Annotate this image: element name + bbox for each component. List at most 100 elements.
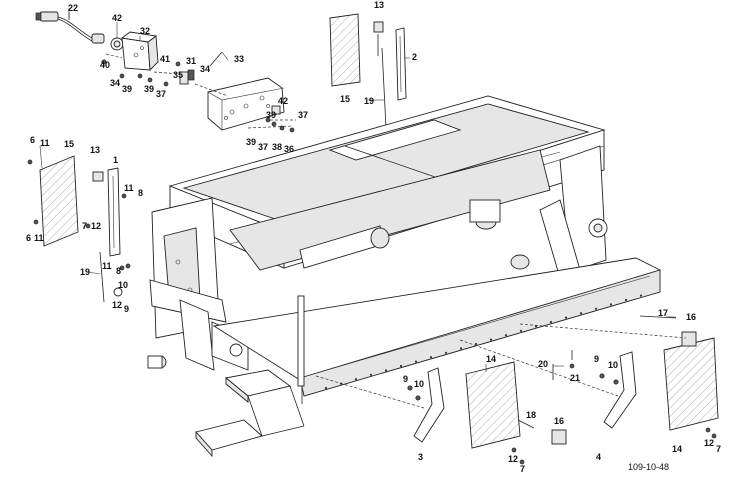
hopper-body — [168, 95, 608, 279]
rivet-hole — [504, 334, 508, 337]
callout-4: 4 — [596, 452, 601, 462]
hopper-end-plate-left — [147, 197, 249, 371]
callout-39: 39 — [246, 137, 256, 147]
callout-6: 6 — [26, 233, 31, 243]
leg-bracket-left — [315, 367, 445, 443]
rivet-hole — [489, 338, 493, 341]
rivet-hole — [324, 386, 328, 390]
rivet-hole — [534, 325, 538, 328]
callout-39: 39 — [122, 84, 132, 94]
drawing-reference: 109-10-48 — [628, 462, 669, 472]
callout-10: 10 — [608, 360, 618, 370]
rivet-hole — [384, 369, 388, 372]
callout-37: 37 — [258, 142, 268, 152]
callout-11: 11 — [102, 261, 112, 271]
callout-42: 42 — [278, 96, 288, 106]
callout-34: 34 — [110, 78, 120, 88]
reflector-panel-left — [39, 155, 79, 247]
callout-19: 19 — [80, 267, 90, 277]
rivet-hole — [594, 307, 598, 310]
callout-17: 17 — [658, 308, 668, 318]
callout-11: 11 — [34, 233, 44, 243]
callout-37: 37 — [298, 110, 308, 120]
rivet-hole — [414, 360, 418, 363]
callout-40: 40 — [100, 60, 110, 70]
reflector-panel-bottom-left — [465, 361, 567, 465]
rivet-hole — [564, 316, 568, 319]
callout-10: 10 — [414, 379, 424, 389]
callout-14: 14 — [486, 354, 496, 364]
callout-12: 12 — [91, 221, 101, 231]
callout-3: 3 — [418, 452, 423, 462]
callout-21: 21 — [570, 373, 580, 383]
callout-13: 13 — [374, 0, 384, 10]
callout-37: 37 — [156, 89, 166, 99]
callout-11: 11 — [40, 138, 50, 148]
small-parts-center — [552, 350, 575, 380]
rivet-hole — [474, 342, 478, 346]
callout-7: 7 — [520, 464, 525, 474]
control-box-assembly — [105, 31, 181, 75]
callout-2: 2 — [412, 52, 417, 62]
rivet-hole — [639, 294, 643, 297]
callout-16: 16 — [554, 416, 564, 426]
callout-7: 7 — [716, 444, 721, 454]
callout-33: 33 — [234, 54, 244, 64]
callout-13: 13 — [90, 145, 100, 155]
callout-9: 9 — [594, 354, 599, 364]
access-steps — [195, 369, 305, 458]
mounting-plate — [179, 51, 296, 131]
callout-20: 20 — [538, 359, 548, 369]
leader-lines — [39, 8, 676, 372]
callout-18: 18 — [526, 410, 536, 420]
callout-22: 22 — [68, 3, 78, 13]
callout-14: 14 — [672, 444, 682, 454]
leg-bracket-right — [459, 339, 637, 429]
rivet-hole — [549, 320, 553, 324]
callout-11: 11 — [124, 183, 134, 193]
callout-12: 12 — [704, 438, 714, 448]
callout-6: 6 — [30, 135, 35, 145]
callout-39: 39 — [144, 84, 154, 94]
control-rod-top — [373, 21, 407, 145]
rivet-hole — [444, 351, 448, 354]
callout-15: 15 — [340, 94, 350, 104]
chassis-beam — [212, 257, 662, 404]
reflector-panel-bottom-right — [519, 315, 719, 439]
callout-15: 15 — [64, 139, 74, 149]
rivet-hole — [624, 298, 628, 302]
rivet-hole — [519, 329, 523, 332]
rivet-hole — [369, 373, 373, 376]
callout-8: 8 — [116, 266, 121, 276]
rivet-hole — [354, 378, 358, 381]
callout-9: 9 — [124, 304, 129, 314]
callout-32: 32 — [140, 26, 150, 36]
hardware-top — [101, 59, 295, 133]
callout-12: 12 — [508, 454, 518, 464]
callout-12: 12 — [112, 300, 122, 310]
callout-16: 16 — [686, 312, 696, 322]
lever-bracket-left — [27, 159, 131, 303]
callout-8: 8 — [138, 188, 143, 198]
callout-41: 41 — [160, 54, 170, 64]
callout-38: 38 — [272, 142, 282, 152]
callout-39: 39 — [266, 110, 276, 120]
wiring-harness — [35, 11, 105, 44]
callout-19: 19 — [364, 96, 374, 106]
rivet-hole — [399, 364, 403, 368]
callout-1: 1 — [113, 155, 118, 165]
callout-36: 36 — [284, 144, 294, 154]
rivet-hole — [429, 356, 433, 359]
callout-35: 35 — [173, 70, 183, 80]
callout-9: 9 — [403, 374, 408, 384]
rivet-hole — [579, 312, 583, 315]
callout-10: 10 — [118, 280, 128, 290]
callout-7: 7 — [82, 221, 87, 231]
reflector-panel-top — [329, 13, 361, 87]
callout-31: 31 — [186, 56, 196, 66]
rivet-hole — [459, 347, 463, 350]
callout-34: 34 — [200, 64, 210, 74]
